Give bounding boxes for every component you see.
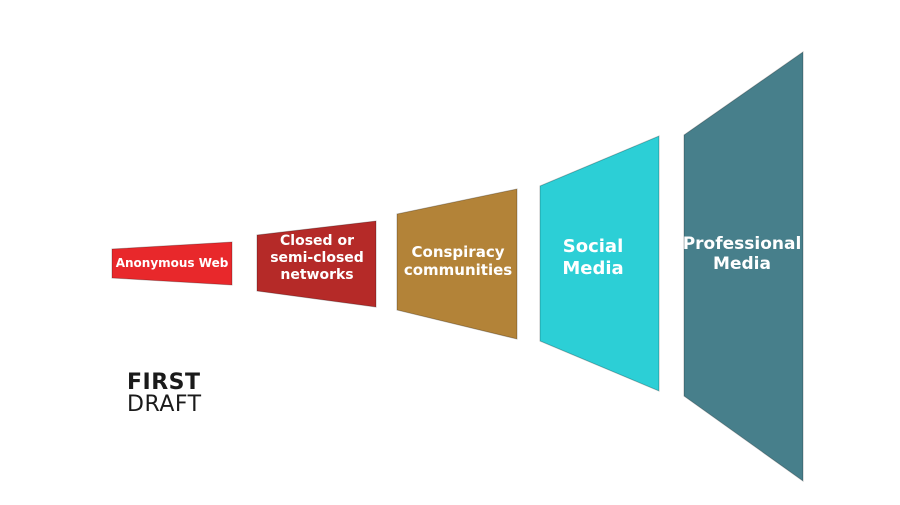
panel-label-conspiracy-communities: Conspiracy communities <box>403 243 513 279</box>
panel-closed-networks <box>256 220 377 308</box>
panel-professional-media <box>683 51 804 482</box>
first-draft-logo: FIRST DRAFT <box>127 372 227 416</box>
panel-label-anonymous-web: Anonymous Web <box>115 256 229 270</box>
panel-label-closed-networks: Closed or semi-closed networks <box>270 233 364 283</box>
panel-anonymous-web <box>111 241 233 286</box>
panel-label-professional-media: Professional Media <box>682 234 802 275</box>
panel-label-social-media: Social Media <box>562 236 624 279</box>
logo-line-draft: DRAFT <box>127 392 202 417</box>
panel-conspiracy-communities <box>396 188 518 340</box>
panel-social-media <box>539 135 660 392</box>
logo-line-first: FIRST <box>127 370 201 395</box>
